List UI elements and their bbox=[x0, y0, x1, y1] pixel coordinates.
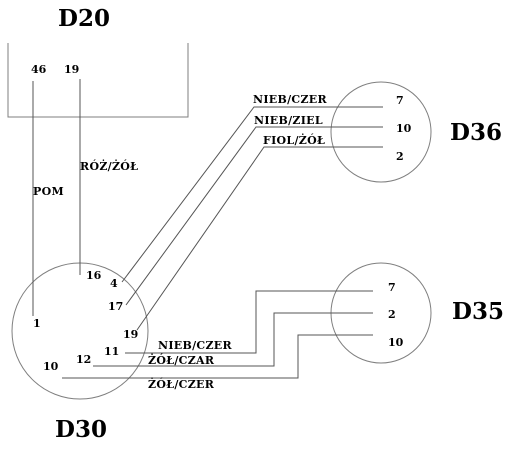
wire-nieb-czer-d35 bbox=[125, 290, 373, 354]
connector-d35-label: D35 bbox=[452, 298, 504, 325]
connector-d36-outline bbox=[330, 81, 432, 183]
d20-pin-19: 19 bbox=[64, 63, 79, 76]
d30-pin-4: 4 bbox=[110, 277, 118, 290]
wire-nieb-czer-d36 bbox=[121, 106, 383, 283]
wire-label-zol-czar-d35: ŻÓŁ/CZAR bbox=[148, 353, 215, 367]
wire-zol-czar-d35 bbox=[93, 312, 373, 367]
wire-zol-czer-d35 bbox=[62, 334, 373, 379]
wire-label-pom: POM bbox=[33, 185, 64, 198]
d30-pin-1: 1 bbox=[33, 317, 41, 330]
wire-label-nieb-czer-d35: NIEB/CZER bbox=[158, 339, 232, 352]
wire-label-nieb-ziel-d36: NIEB/ZIEL bbox=[254, 114, 323, 127]
connector-d30-label: D30 bbox=[55, 416, 107, 443]
d36-pin-2: 2 bbox=[396, 150, 404, 163]
d30-pin-19: 19 bbox=[123, 328, 138, 341]
wire-fiol-zol-d36 bbox=[136, 146, 383, 331]
connector-d36-label: D36 bbox=[450, 119, 502, 146]
d30-pin-11: 11 bbox=[104, 345, 119, 358]
wire-label-fiol-zol-d36: FIOL/ŻÓŁ bbox=[263, 133, 325, 147]
d35-pin-10: 10 bbox=[388, 336, 404, 349]
d35-pin-2: 2 bbox=[388, 308, 396, 321]
d36-pin-7: 7 bbox=[396, 94, 404, 107]
d36-pin-10: 10 bbox=[396, 122, 412, 135]
d30-pin-17: 17 bbox=[108, 300, 123, 313]
wire-label-zol-czer-d35: ŻÓŁ/CZER bbox=[148, 377, 215, 391]
d30-pin-12: 12 bbox=[76, 353, 91, 366]
d35-pin-7: 7 bbox=[388, 281, 396, 294]
wire-label-nieb-czer-d36: NIEB/CZER bbox=[253, 93, 327, 106]
d30-pin-16: 16 bbox=[86, 269, 102, 282]
d30-pin-10: 10 bbox=[43, 360, 59, 373]
wire-label-roz-zol: RÓŻ/ŻÓŁ bbox=[80, 159, 138, 173]
connector-d20-outline bbox=[7, 43, 189, 118]
wire-nieb-ziel-d36 bbox=[125, 126, 383, 306]
d20-pin-46: 46 bbox=[31, 63, 47, 76]
connector-d20-label: D20 bbox=[58, 5, 110, 32]
